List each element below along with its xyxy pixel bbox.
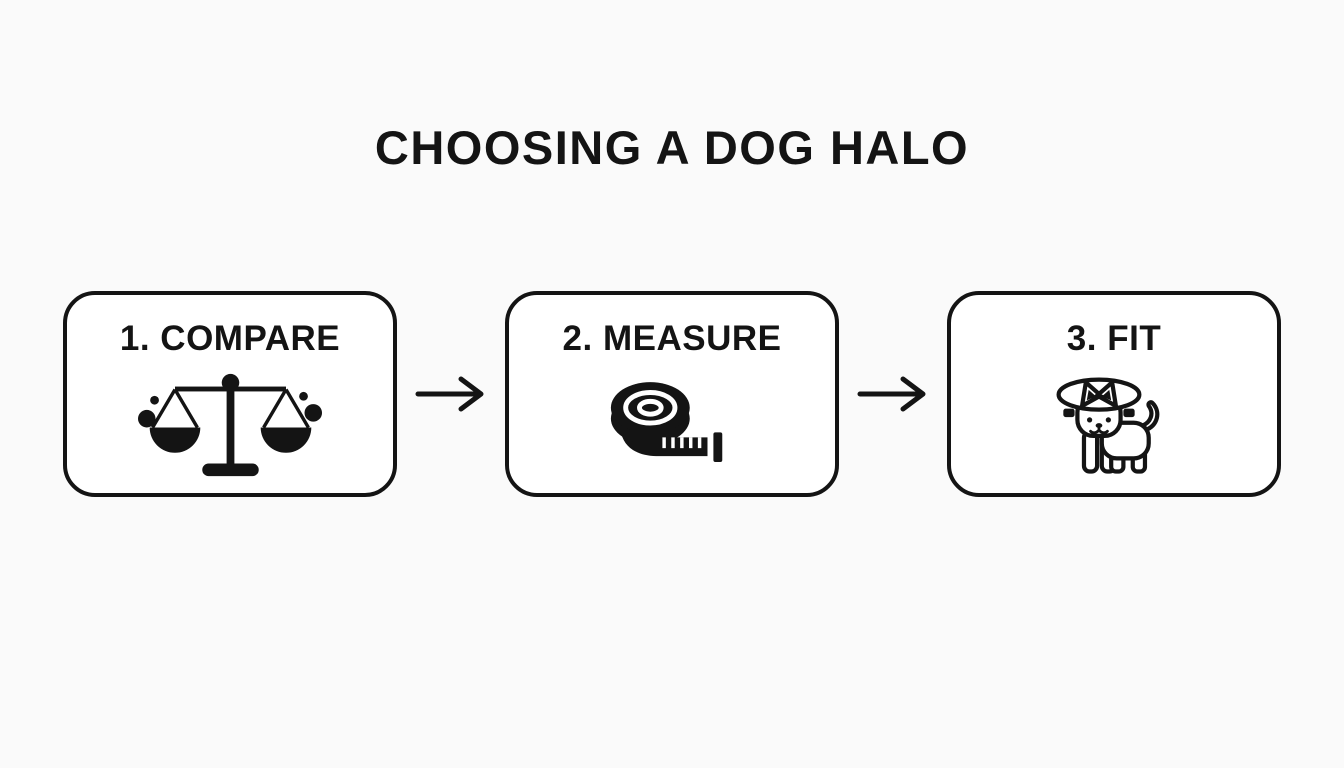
step-label-fit: 3. FIT xyxy=(1066,319,1162,358)
page-title: CHOOSING A DOG HALO xyxy=(374,121,970,174)
step-box-measure: 2. MEASURE xyxy=(505,291,839,497)
step-label-measure: 2. MEASURE xyxy=(562,319,782,358)
arrow-right-icon xyxy=(415,374,487,414)
steps-row: 1. COMPARE xyxy=(0,291,1344,497)
arrow-right-icon xyxy=(857,374,929,414)
balance-scale-icon xyxy=(67,359,393,493)
infographic-canvas: CHOOSING A DOG HALO 1. COMPARE xyxy=(0,120,1344,768)
measuring-tape-icon xyxy=(509,359,835,493)
step-label-compare: 1. COMPARE xyxy=(119,319,341,358)
dog-with-halo-icon xyxy=(951,359,1277,493)
step-box-fit: 3. FIT xyxy=(947,291,1281,497)
step-box-compare: 1. COMPARE xyxy=(63,291,397,497)
